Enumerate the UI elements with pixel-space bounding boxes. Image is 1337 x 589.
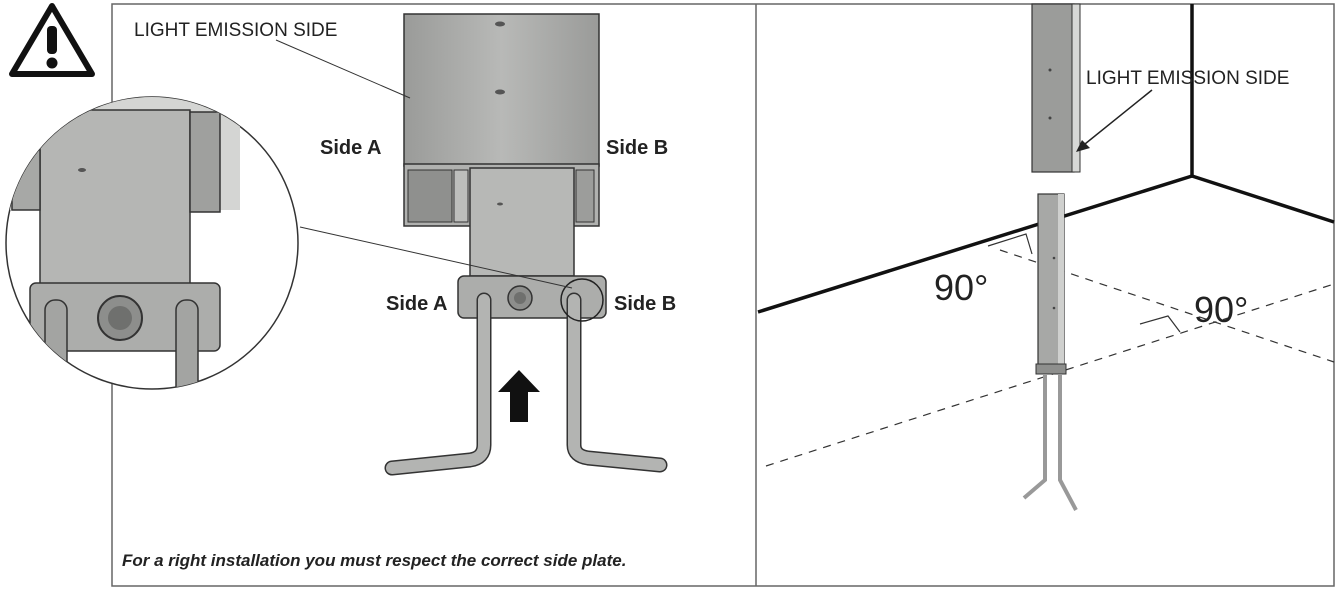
up-arrow-icon bbox=[498, 370, 540, 422]
side-b-top-label: Side B bbox=[606, 137, 668, 159]
lower-column bbox=[1022, 193, 1078, 511]
warning-triangle-icon bbox=[9, 3, 95, 77]
angle-marker-left bbox=[987, 233, 1033, 255]
zoom-leader-line bbox=[299, 226, 573, 289]
alignment-guides bbox=[765, 249, 1335, 467]
light-emission-label-left: LIGHT EMISSION SIDE bbox=[134, 20, 337, 41]
installation-caption: For a right installation you must respec… bbox=[122, 551, 626, 570]
angle-label-left: 90° bbox=[934, 267, 988, 308]
light-emission-leader-left bbox=[275, 39, 411, 99]
side-a-top-label: Side A bbox=[320, 137, 382, 159]
angle-marker-right bbox=[1139, 315, 1181, 333]
side-b-bottom-label: Side B bbox=[614, 293, 676, 315]
zoom-detail-circle bbox=[5, 96, 299, 390]
room-corner bbox=[757, 4, 1335, 314]
angle-label-right: 90° bbox=[1194, 289, 1248, 330]
upper-column bbox=[1031, 3, 1081, 173]
side-a-bottom-label: Side A bbox=[386, 293, 448, 315]
light-emission-label-right: LIGHT EMISSION SIDE bbox=[1086, 68, 1289, 89]
light-emission-arrow bbox=[1076, 89, 1153, 152]
support-legs bbox=[384, 292, 668, 476]
detail-highlight-circle bbox=[560, 278, 604, 322]
